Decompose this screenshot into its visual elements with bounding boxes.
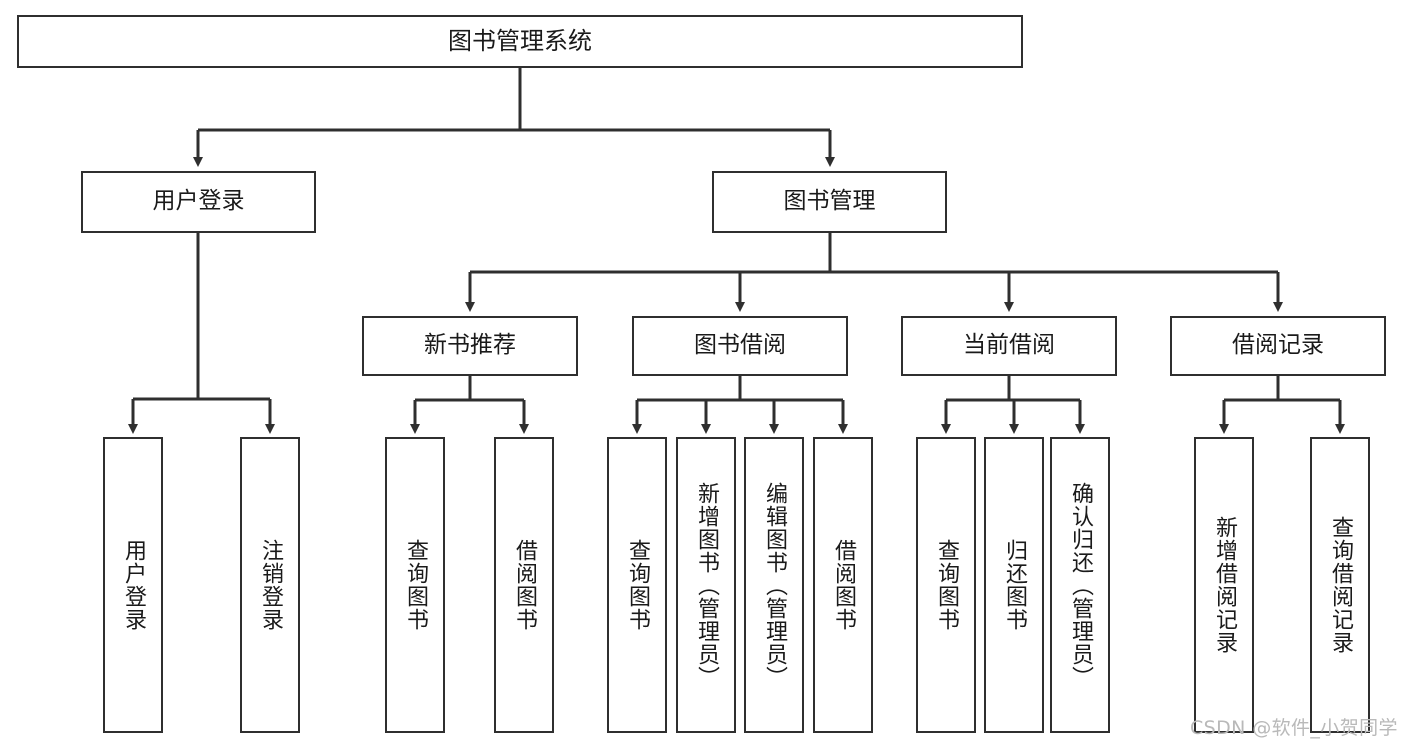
node-leaf-edit-book[interactable]: 编辑图书（管理员） (744, 437, 804, 733)
node-leaf-logout-label: 注销登录 (258, 539, 283, 631)
node-leaf-return-book[interactable]: 归还图书 (984, 437, 1044, 733)
node-borrow-record-label: 借阅记录 (1232, 332, 1324, 359)
node-leaf-query-record[interactable]: 查询借阅记录 (1310, 437, 1370, 733)
node-leaf-query-book-1-label: 查询图书 (403, 539, 428, 631)
node-leaf-query-book-3[interactable]: 查询图书 (916, 437, 976, 733)
node-book-borrow-label: 图书借阅 (694, 332, 786, 359)
node-leaf-borrow-book-2-label: 借阅图书 (831, 539, 856, 631)
node-current-borrow[interactable]: 当前借阅 (901, 316, 1117, 376)
node-user-login[interactable]: 用户登录 (81, 171, 316, 233)
node-leaf-add-record[interactable]: 新增借阅记录 (1194, 437, 1254, 733)
node-root[interactable]: 图书管理系统 (17, 15, 1023, 68)
node-leaf-user-login-label: 用户登录 (121, 539, 146, 631)
node-leaf-borrow-book-1[interactable]: 借阅图书 (494, 437, 554, 733)
node-leaf-confirm-return-label: 确认归还（管理员） (1068, 481, 1093, 689)
node-user-login-label: 用户登录 (152, 188, 245, 215)
node-leaf-query-record-label: 查询借阅记录 (1328, 516, 1353, 654)
node-new-book-recommend[interactable]: 新书推荐 (362, 316, 578, 376)
node-book-management-label: 图书管理 (783, 188, 876, 215)
node-leaf-confirm-return[interactable]: 确认归还（管理员） (1050, 437, 1110, 733)
node-root-label: 图书管理系统 (448, 27, 592, 56)
node-borrow-record[interactable]: 借阅记录 (1170, 316, 1386, 376)
node-leaf-add-book[interactable]: 新增图书（管理员） (676, 437, 736, 733)
node-leaf-borrow-book-2[interactable]: 借阅图书 (813, 437, 873, 733)
node-leaf-query-book-1[interactable]: 查询图书 (385, 437, 445, 733)
node-leaf-borrow-book-1-label: 借阅图书 (512, 539, 537, 631)
node-leaf-query-book-2-label: 查询图书 (625, 539, 650, 631)
node-leaf-edit-book-label: 编辑图书（管理员） (762, 481, 787, 689)
node-leaf-user-login[interactable]: 用户登录 (103, 437, 163, 733)
node-current-borrow-label: 当前借阅 (963, 332, 1055, 359)
node-leaf-logout[interactable]: 注销登录 (240, 437, 300, 733)
node-leaf-return-book-label: 归还图书 (1002, 539, 1027, 631)
node-leaf-query-book-2[interactable]: 查询图书 (607, 437, 667, 733)
csdn-watermark: CSDN @软件_小贺同学 (1190, 717, 1398, 739)
node-leaf-add-book-label: 新增图书（管理员） (694, 481, 719, 689)
node-leaf-query-book-3-label: 查询图书 (934, 539, 959, 631)
node-leaf-add-record-label: 新增借阅记录 (1212, 516, 1237, 654)
node-new-book-recommend-label: 新书推荐 (424, 332, 516, 359)
node-book-borrow[interactable]: 图书借阅 (632, 316, 848, 376)
node-book-management[interactable]: 图书管理 (712, 171, 947, 233)
